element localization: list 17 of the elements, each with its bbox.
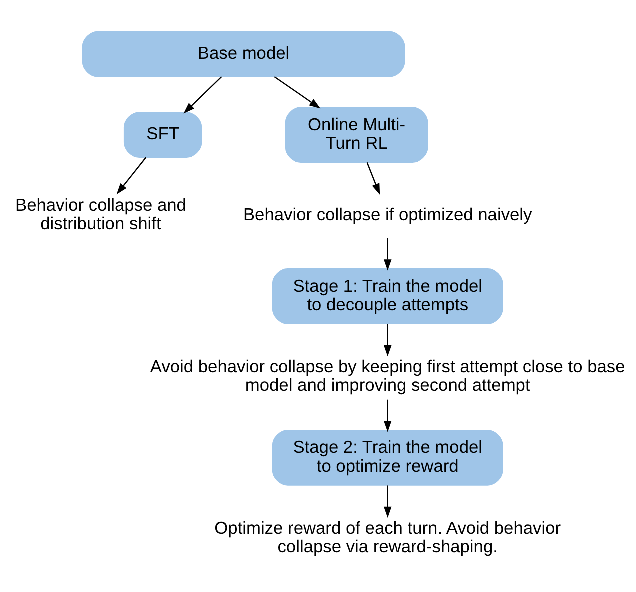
arrow	[384, 485, 392, 518]
arrow	[116, 156, 147, 194]
node-box: Stage 1: Train the model to decouple attempts	[272, 268, 504, 324]
node-text: Behavior collapse and distribution shift	[15, 194, 186, 234]
arrow	[274, 76, 321, 108]
node-text: Behavior collapse if optimized naively	[243, 204, 532, 224]
arrow	[184, 76, 222, 114]
arrow	[384, 324, 392, 356]
arrow	[384, 399, 392, 432]
node-box: SFT	[124, 112, 202, 158]
node-box: Online Multi-Turn RL	[285, 106, 428, 162]
arrow	[384, 238, 392, 270]
node-text: Avoid behavior collapse by keeping first attempt close to base model and improving second attempt	[150, 356, 626, 395]
node-box: Base model	[82, 30, 406, 77]
arrow	[366, 162, 380, 194]
node-box: Stage 2: Train the model to optimize reward	[272, 430, 504, 486]
node-text: Optimize reward of each turn. Avoid behavior collapse via reward-shaping.	[214, 517, 562, 556]
